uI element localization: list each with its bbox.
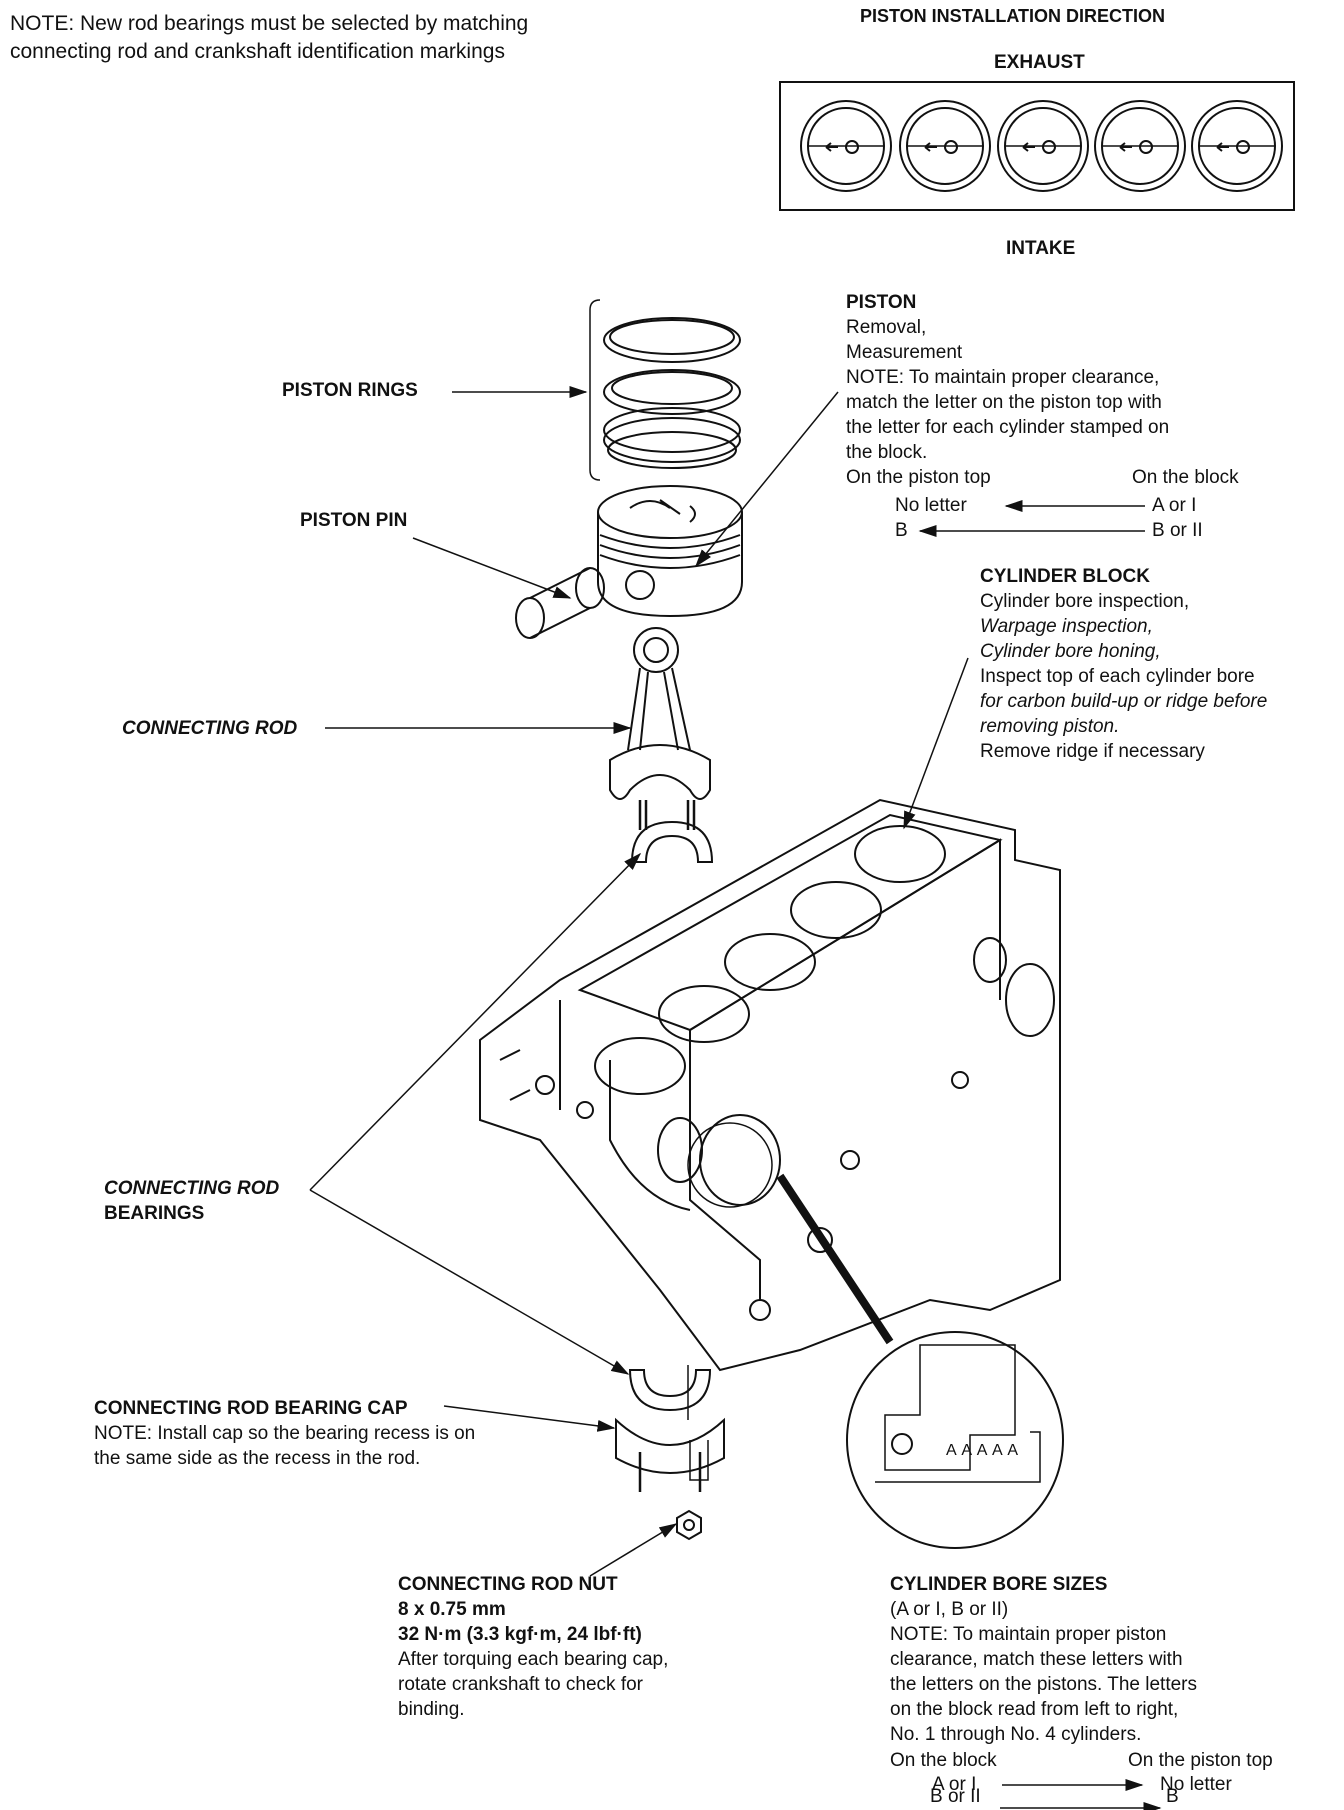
piston-note-3: the letter for each cylinder stamped on [846, 417, 1170, 438]
bore-row-2-left: B or II [930, 1786, 981, 1807]
rod-nut-note-2: rotate crankshaft to check for [398, 1674, 644, 1695]
bearing-cap-block: CONNECTING ROD BEARING CAP NOTE: Install… [94, 1396, 475, 1471]
rod-bearings-line-2: BEARINGS [104, 1203, 205, 1224]
bore-sizes-note-1: NOTE: To maintain proper piston [890, 1624, 1167, 1645]
bore-col-left: On the block [890, 1750, 997, 1771]
bearing-cap-note-2: the same side as the recess in the rod. [94, 1448, 421, 1469]
connecting-rod-label: CONNECTING ROD [122, 718, 298, 739]
rod-bearings-label: CONNECTING ROD BEARINGS [104, 1176, 279, 1226]
cylinder-block-line-4: Inspect top of each cylinder bore [980, 666, 1255, 687]
bore-sizes-note-3: the letters on the pistons. The letters [890, 1674, 1197, 1695]
bore-table-arrows [1000, 1779, 1162, 1810]
upper-bearing-drawing [630, 820, 714, 863]
bore-sizes-note-5: No. 1 through No. 4 cylinders. [890, 1724, 1142, 1745]
rod-nut-torque: 32 N·m (3.3 kgf·m, 24 lbf·ft) [398, 1624, 642, 1645]
rod-nut-block: CONNECTING ROD NUT 8 x 0.75 mm 32 N·m (3… [398, 1572, 668, 1722]
bore-sizes-note-2: clearance, match these letters with [890, 1649, 1183, 1670]
cylinder-block-info: CYLINDER BLOCK Cylinder bore inspection,… [980, 564, 1267, 764]
top-note-line-2: connecting rod and crankshaft identifica… [10, 40, 505, 63]
cylinder-block-line-5: for carbon build-up or ridge before [980, 691, 1268, 712]
piston-rings-label: PISTON RINGS [282, 380, 418, 401]
piston-title: PISTON [846, 292, 917, 313]
bore-col-right: On the piston top [1128, 1750, 1273, 1771]
bore-sizes-note-4: on the block read from left to right, [890, 1699, 1179, 1720]
leader-lines [309, 386, 969, 1577]
bore-row-1-left: A or I [932, 1774, 977, 1795]
piston-top-5 [1191, 100, 1283, 192]
piston-note-4: the block. [846, 442, 928, 463]
piston-col-left: On the piston top [846, 467, 991, 488]
piston-pin-label: PISTON PIN [300, 510, 408, 531]
top-note-line-1: NOTE: New rod bearings must be selected … [10, 12, 529, 35]
piston-drawing [597, 485, 743, 618]
piston-table-arrows [918, 500, 1145, 537]
piston-note-2: match the letter on the piston top with [846, 392, 1162, 413]
bearing-cap-title: CONNECTING ROD BEARING CAP [94, 1398, 408, 1419]
cylinder-block-line-7: Remove ridge if necessary [980, 741, 1205, 762]
piston-rings-drawing [589, 299, 741, 481]
piston-info-block: PISTON Removal, Measurement NOTE: To mai… [846, 290, 1169, 465]
piston-top-1 [800, 100, 892, 192]
bore-row-1-right: No letter [1160, 1774, 1232, 1795]
install-direction-title: PISTON INSTALLATION DIRECTION [860, 6, 1165, 26]
piston-row-2-left: B [895, 520, 908, 541]
connecting-rod-drawing [609, 627, 711, 830]
intake-label: INTAKE [1006, 238, 1076, 259]
lower-bearing-drawing [628, 1369, 712, 1412]
bore-row-2-right: B [1166, 1786, 1179, 1807]
rod-nut-note-1: After torquing each bearing cap, [398, 1649, 669, 1670]
exhaust-label: EXHAUST [994, 52, 1085, 73]
cylinder-block-line-1: Cylinder bore inspection, [980, 591, 1190, 612]
cylinder-block-line-6: removing piston. [980, 716, 1120, 737]
piston-row-1-right: A or I [1152, 495, 1197, 516]
bore-stamp-letters: A A A A A [946, 1442, 1020, 1459]
cylinder-block-line-3: Cylinder bore honing, [980, 641, 1161, 662]
rod-nut-note-3: binding. [398, 1699, 465, 1720]
bearing-cap-drawing [615, 1417, 725, 1492]
rod-nut-drawing [676, 1509, 702, 1541]
bore-sizes-block: CYLINDER BORE SIZES (A or I, B or II) NO… [890, 1572, 1197, 1747]
top-note: NOTE: New rod bearings must be selected … [10, 10, 528, 66]
rod-nut-title: CONNECTING ROD NUT [398, 1574, 618, 1595]
bore-sizes-title: CYLINDER BORE SIZES [890, 1574, 1108, 1595]
piston-row-2-right: B or II [1152, 520, 1203, 541]
bearing-cap-note-1: NOTE: Install cap so the bearing recess … [94, 1423, 476, 1444]
piston-pin-drawing [515, 567, 605, 639]
cylinder-block-title: CYLINDER BLOCK [980, 566, 1150, 587]
piston-top-4 [1094, 100, 1186, 192]
piston-line-2: Measurement [846, 342, 963, 363]
bore-sizes-sub: (A or I, B or II) [890, 1599, 1009, 1620]
piston-top-3 [997, 100, 1089, 192]
rod-nut-size: 8 x 0.75 mm [398, 1599, 506, 1620]
piston-col-right: On the block [1132, 467, 1239, 488]
piston-top-2 [899, 100, 991, 192]
bore-detail-circle [776, 1173, 1064, 1549]
piston-direction-box [779, 81, 1295, 211]
rod-bearings-line-1: CONNECTING ROD [104, 1178, 280, 1199]
piston-line-1: Removal, [846, 317, 927, 338]
cylinder-block-line-2: Warpage inspection, [980, 616, 1153, 637]
piston-row-1-left: No letter [895, 495, 967, 516]
piston-note-1: NOTE: To maintain proper clearance, [846, 367, 1160, 388]
cylinder-block-drawing [479, 798, 1061, 1372]
